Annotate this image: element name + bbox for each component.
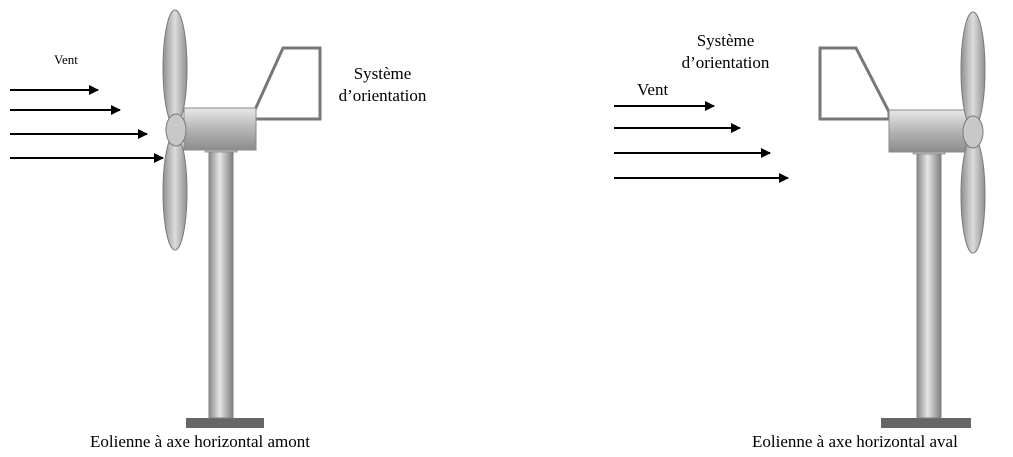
right-wind-label: Vent [637, 80, 669, 99]
right-blade-root [962, 115, 984, 149]
left-system-label: Système d’orientation [330, 63, 435, 107]
left-tower-base [186, 418, 264, 428]
left-turbine [10, 9, 322, 428]
right-turbine [614, 11, 986, 428]
left-caption: Eolienne à axe horizontal amont [90, 432, 310, 451]
right-system-label-line2: d’orientation [681, 53, 770, 72]
right-system-label: Système d’orientation [673, 30, 778, 74]
left-blade-root [165, 113, 187, 147]
left-wind-arrows [10, 85, 164, 163]
right-blade-top [960, 11, 986, 129]
left-system-label-line2: d’orientation [338, 86, 427, 105]
left-wind-label: Vent [54, 52, 78, 67]
left-blade-bottom [162, 133, 188, 251]
left-blade-top [162, 9, 188, 127]
left-tower [208, 147, 234, 419]
right-orientation-system [818, 46, 891, 121]
right-caption: Eolienne à axe horizontal aval [752, 432, 958, 451]
left-system-label-line1: Système [353, 64, 412, 83]
right-nacelle [888, 109, 974, 153]
right-tower [916, 149, 942, 419]
left-orientation-system [252, 46, 322, 121]
left-nacelle [183, 107, 257, 151]
right-tower-base [881, 418, 971, 428]
right-blade-bottom [960, 136, 986, 254]
right-system-label-line1: Système [696, 31, 755, 50]
right-wind-arrows [614, 101, 789, 183]
